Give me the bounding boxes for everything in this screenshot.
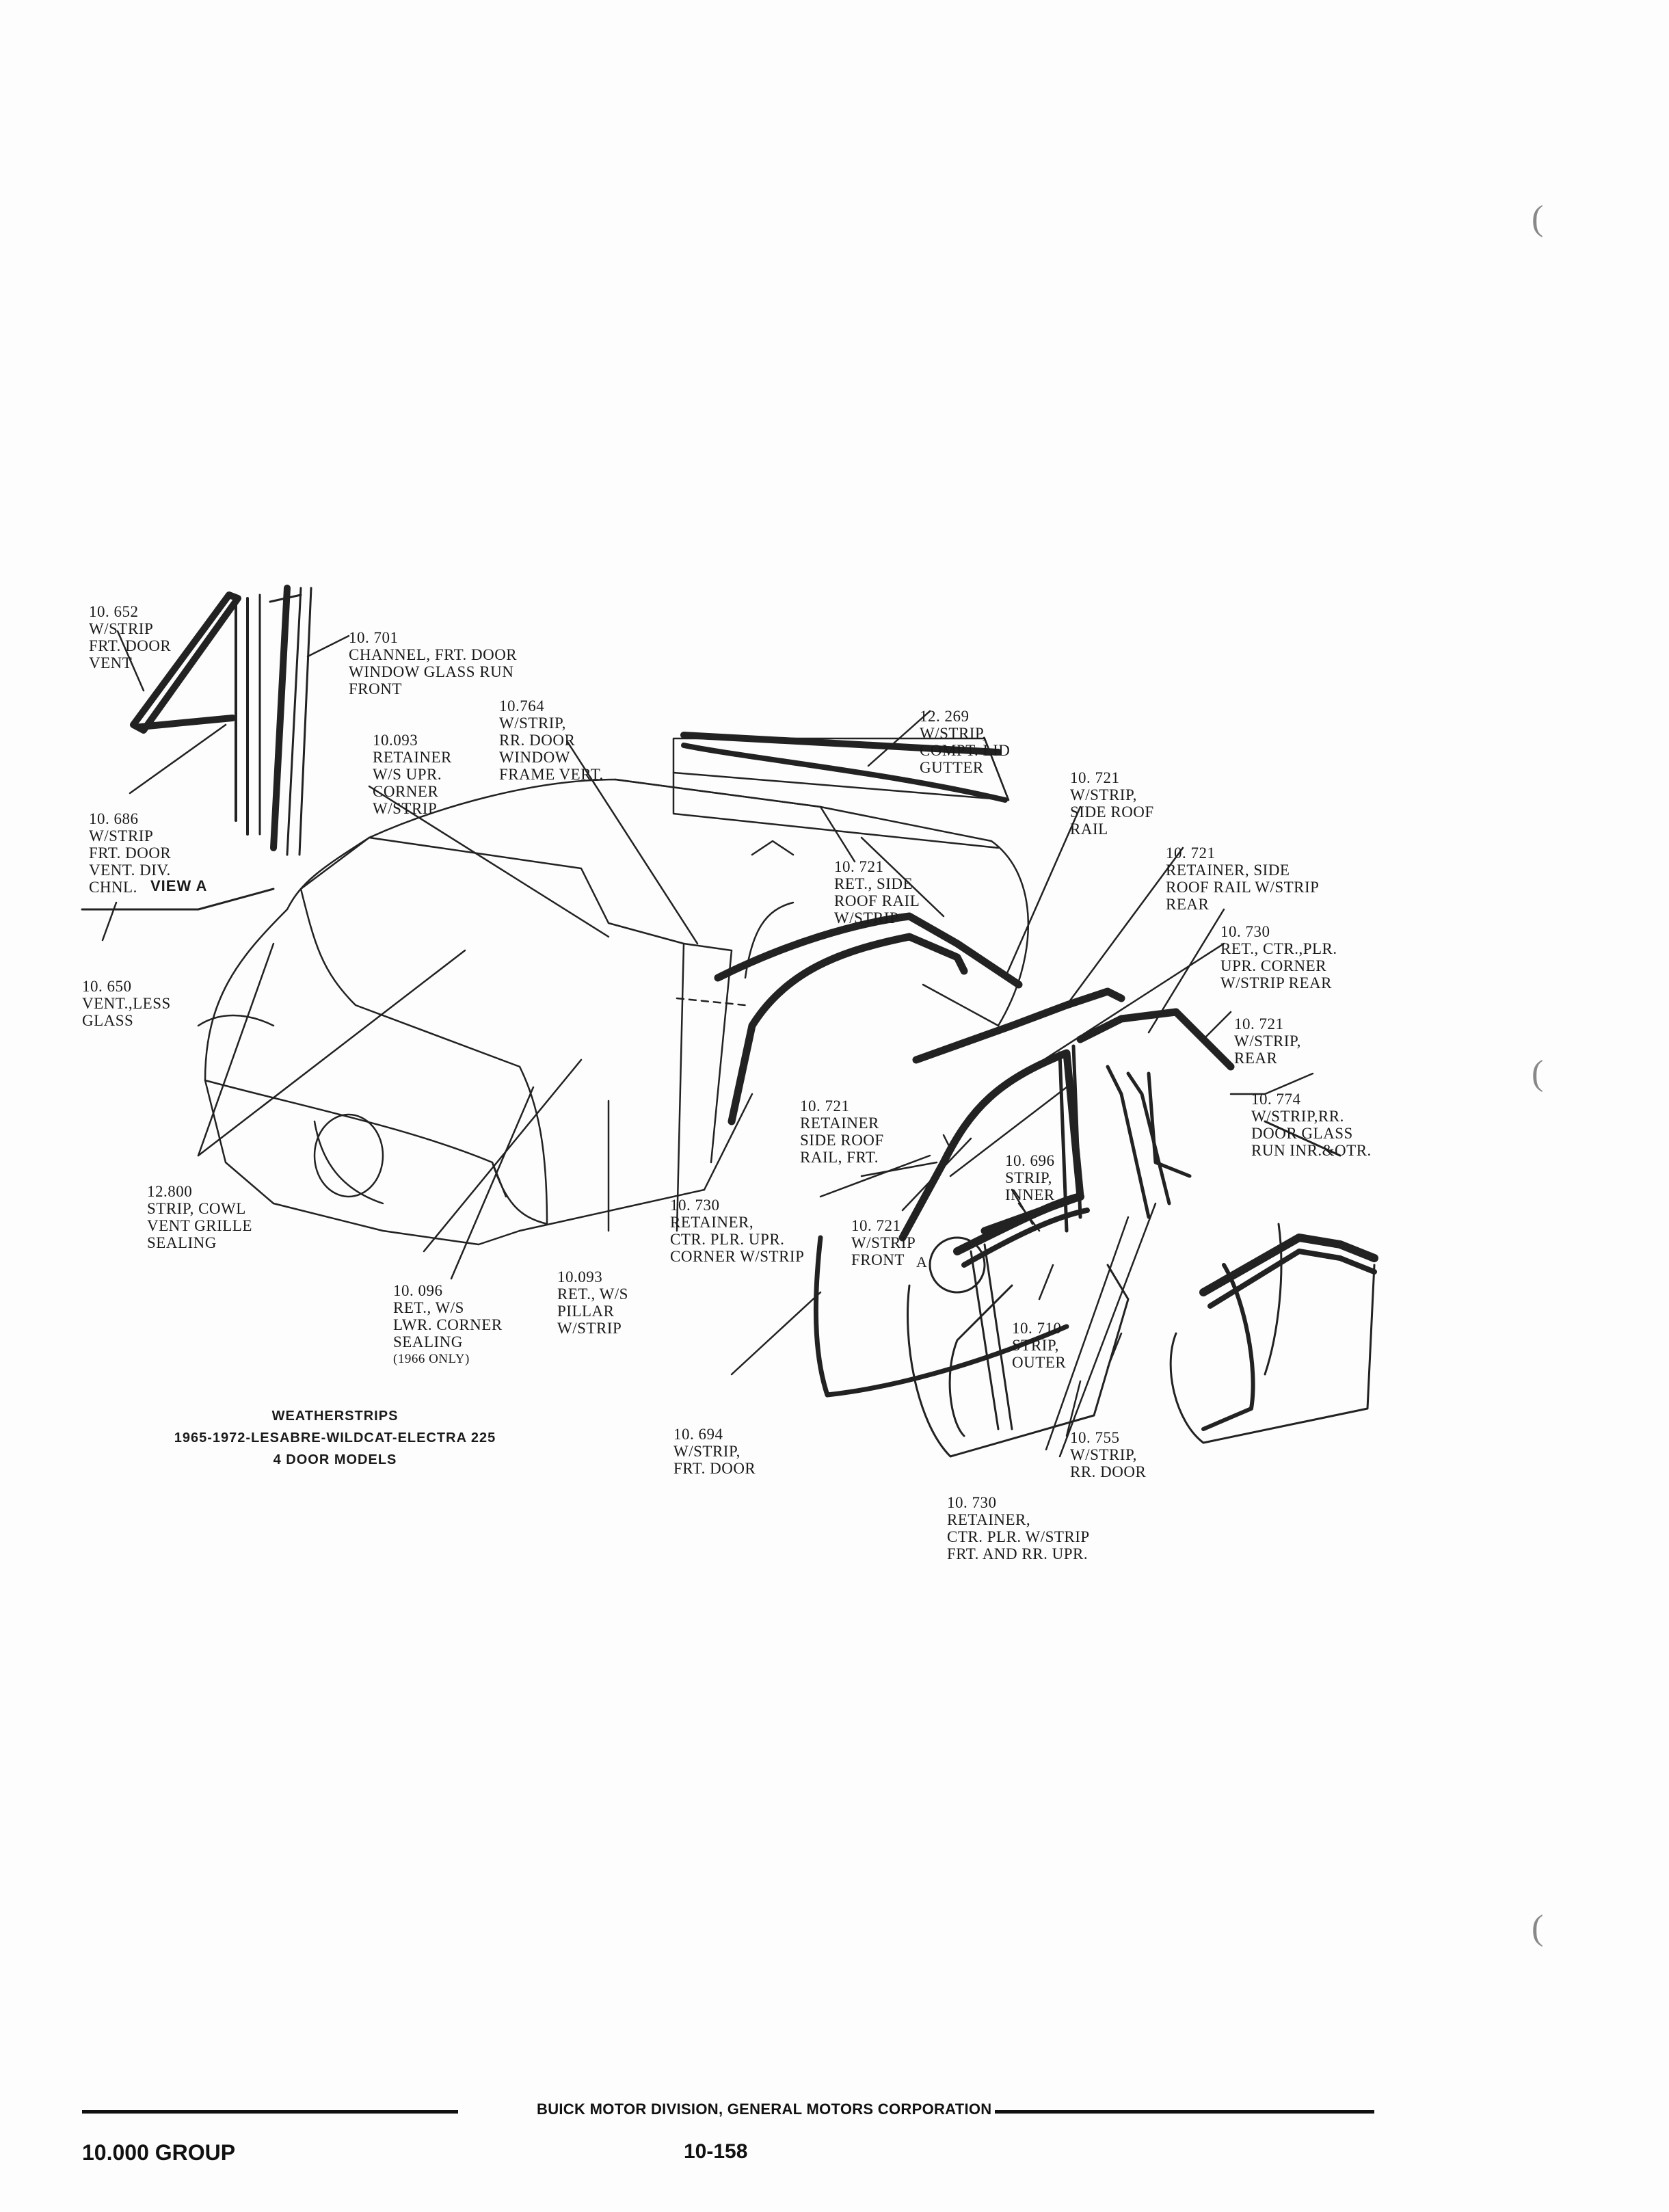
diagram-caption: WEATHERSTRIPS 1965-1972-LESABRE-WILDCAT-… bbox=[137, 1405, 533, 1471]
footer-group: 10.000 GROUP bbox=[82, 2140, 236, 2165]
leader-lines bbox=[101, 630, 1314, 1458]
footer-page-number: 10-158 bbox=[684, 2140, 748, 2163]
binder-mark: ( bbox=[1532, 1908, 1544, 1947]
view-a-vent-drawing bbox=[81, 585, 312, 911]
binder-mark: ( bbox=[1532, 199, 1544, 238]
callout-letter-a: A bbox=[916, 1253, 928, 1270]
caption-subtitle: 1965-1972-LESABRE-WILDCAT-ELECTRA 225 bbox=[174, 1430, 496, 1445]
binder-mark: ( bbox=[1532, 1054, 1544, 1093]
view-a-label: VIEW A bbox=[150, 877, 208, 894]
caption-title: WEATHERSTRIPS bbox=[271, 1409, 399, 1424]
trunk-drawing bbox=[672, 732, 1029, 1027]
rear-door-drawing bbox=[1106, 1065, 1378, 1444]
front-door-drawing bbox=[813, 1044, 1130, 1458]
footer-corporation: BUICK MOTOR DIVISION, GENERAL MOTORS COR… bbox=[537, 2101, 992, 2118]
footer-rule-right bbox=[995, 2110, 1374, 2114]
caption-models: 4 DOOR MODELS bbox=[273, 1452, 397, 1467]
footer-rule-left bbox=[82, 2110, 458, 2114]
roof-rail-strips bbox=[714, 912, 1235, 1125]
